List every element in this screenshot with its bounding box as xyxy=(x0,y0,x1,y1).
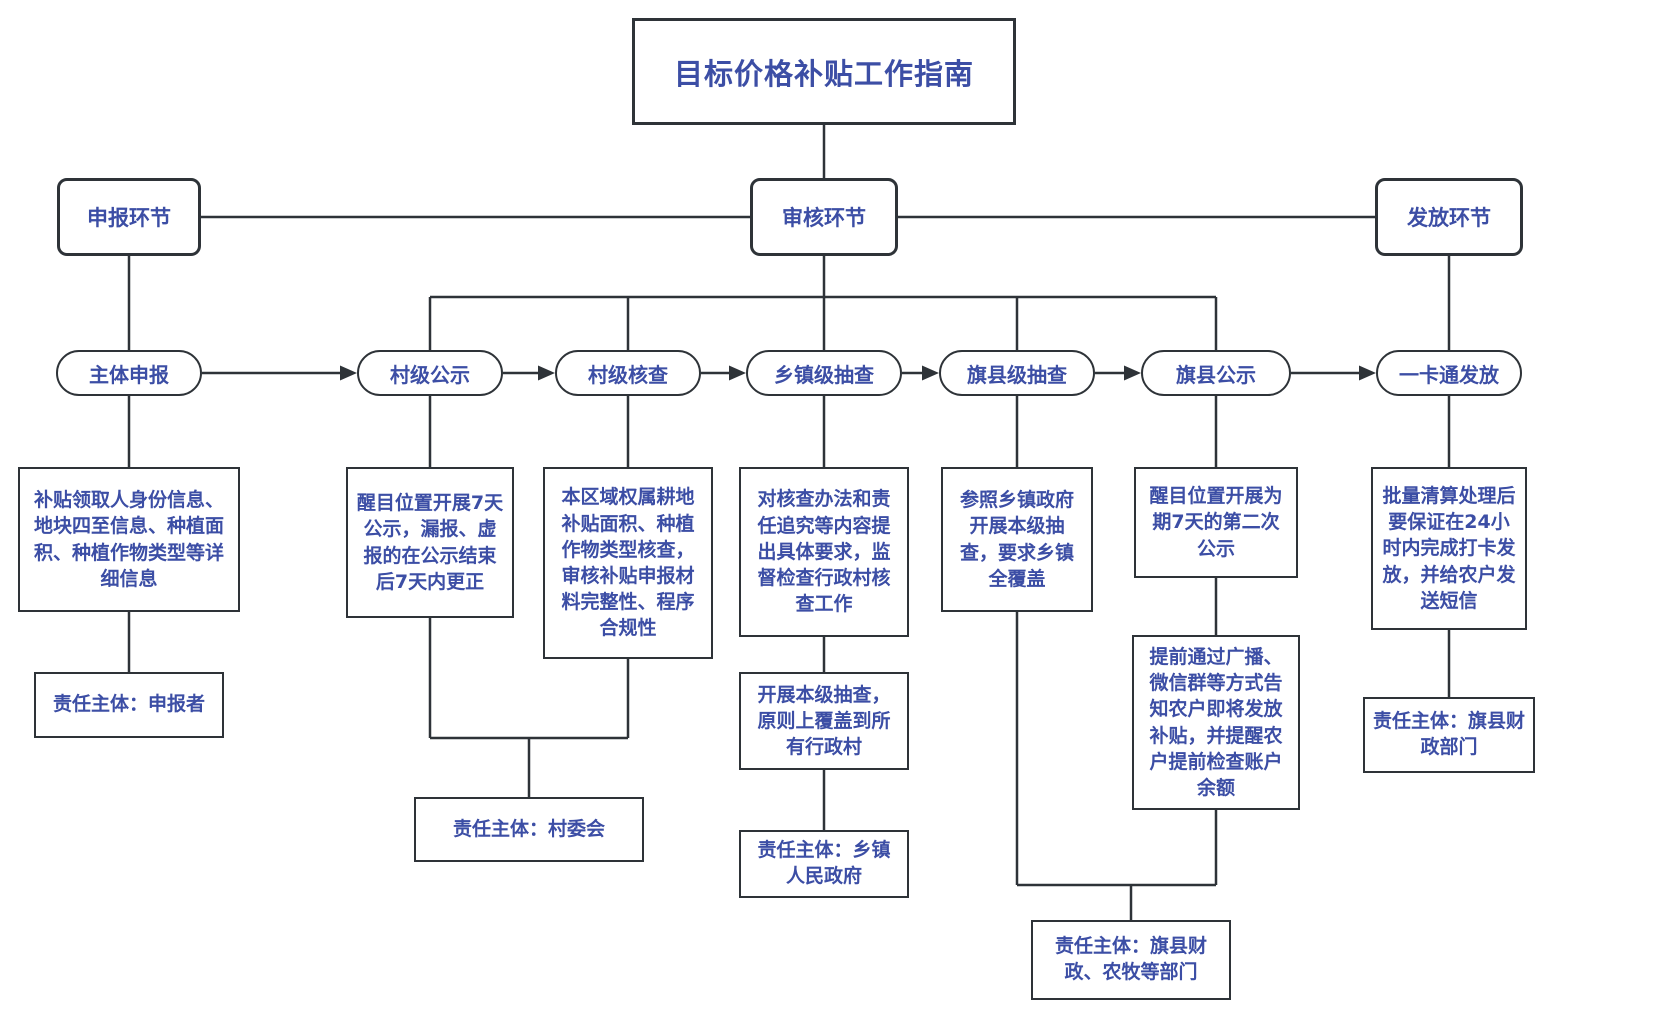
detail-node-county-publicity: 醒目位置开展为期7天的第二次公示 xyxy=(1134,467,1298,578)
detail-node-township-spot-check: 对核查办法和责任追究等内容提出具体要求，监督检查行政村核查工作 xyxy=(739,467,909,637)
responsibility-node-county-finance-agriculture: 责任主体：旗县财政、农牧等部门 xyxy=(1031,920,1231,1000)
detail-node-village-check: 本区域权属耕地补贴面积、种植作物类型核查，审核补贴申报材料完整性、程序合规性 xyxy=(543,467,713,659)
step-node-card-distribution: 一卡通发放 xyxy=(1376,350,1522,396)
phase-node-review: 审核环节 xyxy=(750,178,898,256)
responsibility-node-township-government: 责任主体：乡镇人民政府 xyxy=(739,830,909,898)
phase-node-distribution: 发放环节 xyxy=(1375,178,1523,256)
step-node-county-spot-check: 旗县级抽查 xyxy=(939,350,1095,396)
step-node-village-publicity: 村级公示 xyxy=(357,350,503,396)
diagram-title: 目标价格补贴工作指南 xyxy=(632,18,1016,125)
step-node-county-publicity: 旗县公示 xyxy=(1141,350,1291,396)
responsibility-node-village-committee: 责任主体：村委会 xyxy=(414,797,644,862)
sub-detail-node-county-publicity: 提前通过广播、微信群等方式告知农户即将发放补贴，并提醒农户提前检查账户余额 xyxy=(1132,635,1300,810)
phase-node-declaration: 申报环节 xyxy=(57,178,201,256)
step-node-village-check: 村级核查 xyxy=(555,350,701,396)
detail-node-county-spot-check: 参照乡镇政府开展本级抽查，要求乡镇全覆盖 xyxy=(941,467,1093,612)
detail-node-subject-declaration: 补贴领取人身份信息、地块四至信息、种植面积、种植作物类型等详细信息 xyxy=(18,467,240,612)
responsibility-node-declarer: 责任主体：申报者 xyxy=(34,672,224,738)
step-node-subject-declaration: 主体申报 xyxy=(56,350,202,396)
arrowhead-icons xyxy=(340,365,1376,381)
step-node-township-spot-check: 乡镇级抽查 xyxy=(746,350,902,396)
detail-node-village-publicity: 醒目位置开展7天公示，漏报、虚报的在公示结束后7天内更正 xyxy=(346,467,514,618)
sub-detail-node-township-spot-check: 开展本级抽查，原则上覆盖到所有行政村 xyxy=(739,672,909,770)
responsibility-node-county-finance: 责任主体：旗县财政部门 xyxy=(1363,697,1535,773)
detail-node-card-distribution: 批量清算处理后要保证在24小时内完成打卡发放，并给农户发送短信 xyxy=(1371,467,1527,630)
